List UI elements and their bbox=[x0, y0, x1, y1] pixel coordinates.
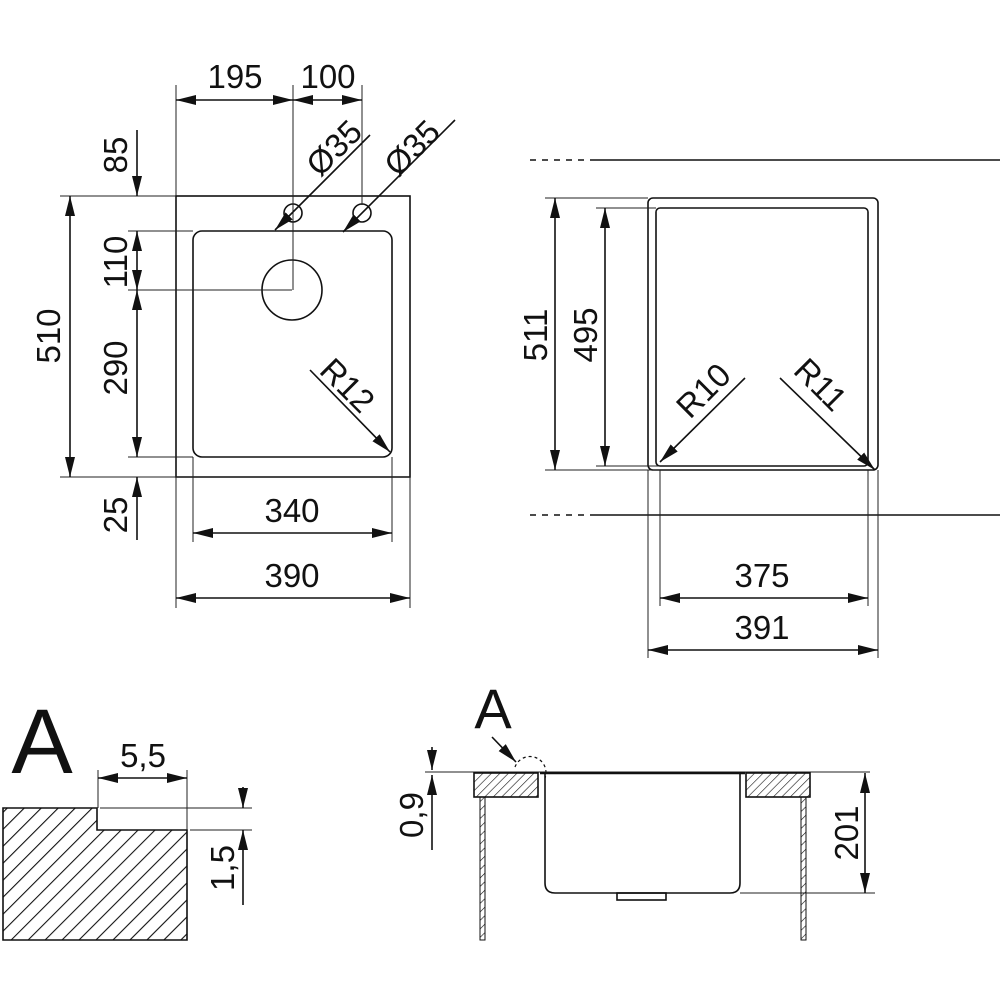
leader-r10 bbox=[659, 377, 746, 463]
dim-195: 195 bbox=[207, 58, 262, 95]
dim-hole-1: Ø35 bbox=[299, 113, 369, 183]
extension-lines bbox=[60, 85, 411, 608]
detail-label: A bbox=[11, 691, 73, 793]
dim-r11: R11 bbox=[787, 351, 854, 418]
dim-1-5: 1,5 bbox=[204, 845, 241, 891]
dim-201: 201 bbox=[828, 805, 865, 860]
detail-pointer-arrow bbox=[491, 736, 517, 763]
section-label: A bbox=[474, 677, 512, 740]
cabinet-wall-left bbox=[479, 796, 486, 941]
dim-r12: R12 bbox=[313, 351, 382, 420]
bowl-view: 511 495 R10 R11 375 391 bbox=[517, 159, 1000, 658]
leader-hole-1 bbox=[274, 134, 371, 231]
dim-hole-2: Ø35 bbox=[377, 113, 447, 183]
section-view: A 201 0,9 bbox=[393, 677, 875, 941]
leader-r12 bbox=[309, 369, 391, 453]
dim-511: 511 bbox=[517, 309, 554, 362]
extension-lines-detail bbox=[97, 770, 252, 831]
dim-100: 100 bbox=[300, 58, 355, 95]
dim-0-9: 0,9 bbox=[393, 792, 430, 838]
bowl-outer bbox=[647, 197, 879, 471]
dim-510: 510 bbox=[30, 308, 67, 363]
dim-85: 85 bbox=[97, 137, 134, 174]
sink-bowl-profile bbox=[544, 774, 741, 894]
dim-390: 390 bbox=[264, 557, 319, 594]
cabinet-wall-right bbox=[800, 796, 807, 941]
hatched-section bbox=[2, 807, 188, 941]
leader-hole-2 bbox=[342, 119, 456, 233]
dim-495: 495 bbox=[567, 307, 604, 362]
leader-r11 bbox=[779, 377, 876, 471]
dim-375: 375 bbox=[734, 557, 789, 594]
dim-5-5: 5,5 bbox=[120, 737, 166, 774]
dim-r10: R10 bbox=[669, 356, 738, 425]
dim-391: 391 bbox=[734, 609, 789, 646]
top-view: 195 100 Ø35 Ø35 85 110 290 25 510 R12 34… bbox=[30, 58, 456, 608]
drain-outlet bbox=[616, 892, 667, 901]
worktop-left bbox=[473, 772, 539, 798]
extension-lines-bowl bbox=[545, 197, 879, 658]
dim-25: 25 bbox=[97, 497, 134, 534]
worktop-right bbox=[745, 772, 811, 798]
detail-a: A 5,5 1,5 bbox=[2, 691, 252, 941]
dim-340: 340 bbox=[264, 492, 319, 529]
dim-290: 290 bbox=[97, 340, 134, 395]
dim-110: 110 bbox=[97, 236, 134, 289]
bowl-inner bbox=[655, 207, 869, 467]
